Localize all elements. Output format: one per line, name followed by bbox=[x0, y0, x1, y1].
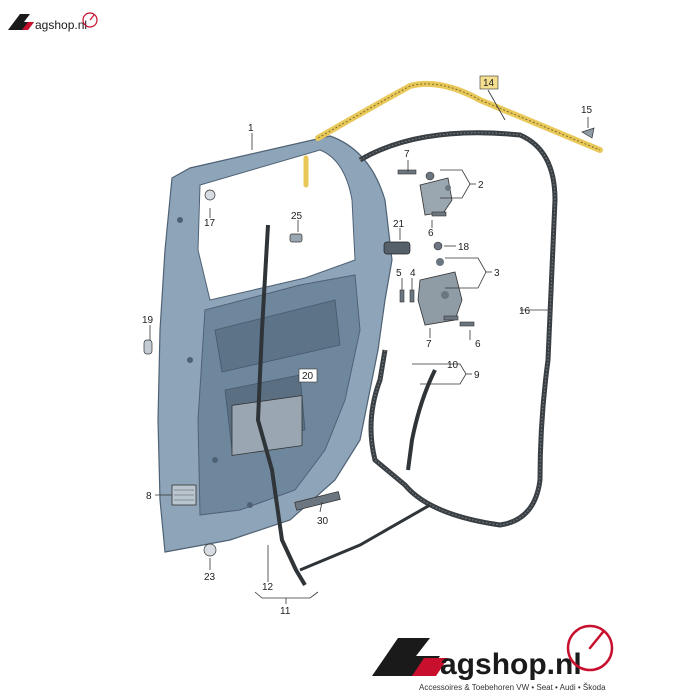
callout-6b: 6 bbox=[475, 339, 481, 350]
clip-15 bbox=[581, 127, 595, 139]
lower-hinge bbox=[417, 258, 463, 326]
callouts: 1 14 15 7 2 6 25 17 21 18 3 5 4 16 7 6 1… bbox=[142, 75, 593, 617]
callout-7b: 7 bbox=[426, 339, 432, 350]
callout-14-box bbox=[479, 75, 499, 90]
window-opening bbox=[197, 149, 356, 301]
callout-4: 4 bbox=[410, 268, 416, 279]
plug-25 bbox=[289, 233, 303, 243]
door-shell bbox=[157, 135, 393, 553]
logo-large[interactable]: agshop.nl Accessoires & Toebehoren VW • … bbox=[372, 624, 614, 692]
callout-5: 5 bbox=[396, 268, 402, 279]
plug-17 bbox=[204, 189, 216, 201]
callout-7a: 7 bbox=[404, 149, 410, 160]
callout-15: 15 bbox=[581, 105, 593, 116]
upper-hinge bbox=[419, 171, 453, 216]
roof-seal-highlight bbox=[315, 80, 603, 153]
callout-10: 10 bbox=[447, 360, 459, 371]
callout-17: 17 bbox=[204, 218, 216, 229]
logo-small[interactable]: agshop.nl bbox=[8, 12, 98, 32]
callout-16: 16 bbox=[519, 306, 531, 317]
strip-30 bbox=[294, 491, 341, 511]
bottom-seal bbox=[299, 503, 431, 572]
plug-19 bbox=[143, 339, 153, 355]
callout-11: 11 bbox=[280, 606, 291, 617]
callout-18: 18 bbox=[458, 242, 470, 253]
callout-25: 25 bbox=[291, 211, 303, 222]
callout-8: 8 bbox=[146, 491, 152, 502]
callout-1: 1 bbox=[248, 123, 254, 134]
callout-3: 3 bbox=[494, 268, 500, 279]
callout-12: 12 bbox=[262, 582, 274, 593]
vertical-guide-seal bbox=[255, 224, 307, 587]
callout-23: 23 bbox=[204, 572, 216, 583]
logo-small-text: agshop.nl bbox=[35, 18, 87, 32]
door-buffer bbox=[383, 241, 411, 255]
callout-21: 21 bbox=[393, 219, 405, 230]
callout-6a: 6 bbox=[428, 228, 434, 239]
callout-20: 20 bbox=[302, 371, 314, 382]
logo-large-text: agshop.nl bbox=[440, 648, 582, 681]
logo-tagline: Accessoires & Toebehoren VW • Seat • Aud… bbox=[419, 683, 606, 692]
side-seal-strip bbox=[406, 369, 437, 471]
logo-small-red-mark-icon bbox=[22, 22, 34, 30]
callout-19: 19 bbox=[142, 315, 154, 326]
callout-20-box bbox=[298, 368, 318, 383]
callout-30: 30 bbox=[317, 516, 329, 527]
callout-2: 2 bbox=[478, 180, 484, 191]
logo-small-gauge-icon bbox=[82, 12, 98, 28]
door-frame-seal bbox=[358, 130, 558, 528]
logo-large-red-mark-icon bbox=[412, 658, 448, 676]
plug-23 bbox=[203, 543, 217, 557]
callout-14: 14 bbox=[483, 78, 495, 89]
callout-9: 9 bbox=[474, 370, 480, 381]
logo-large-gauge-icon bbox=[566, 624, 614, 672]
bolts bbox=[397, 169, 475, 327]
